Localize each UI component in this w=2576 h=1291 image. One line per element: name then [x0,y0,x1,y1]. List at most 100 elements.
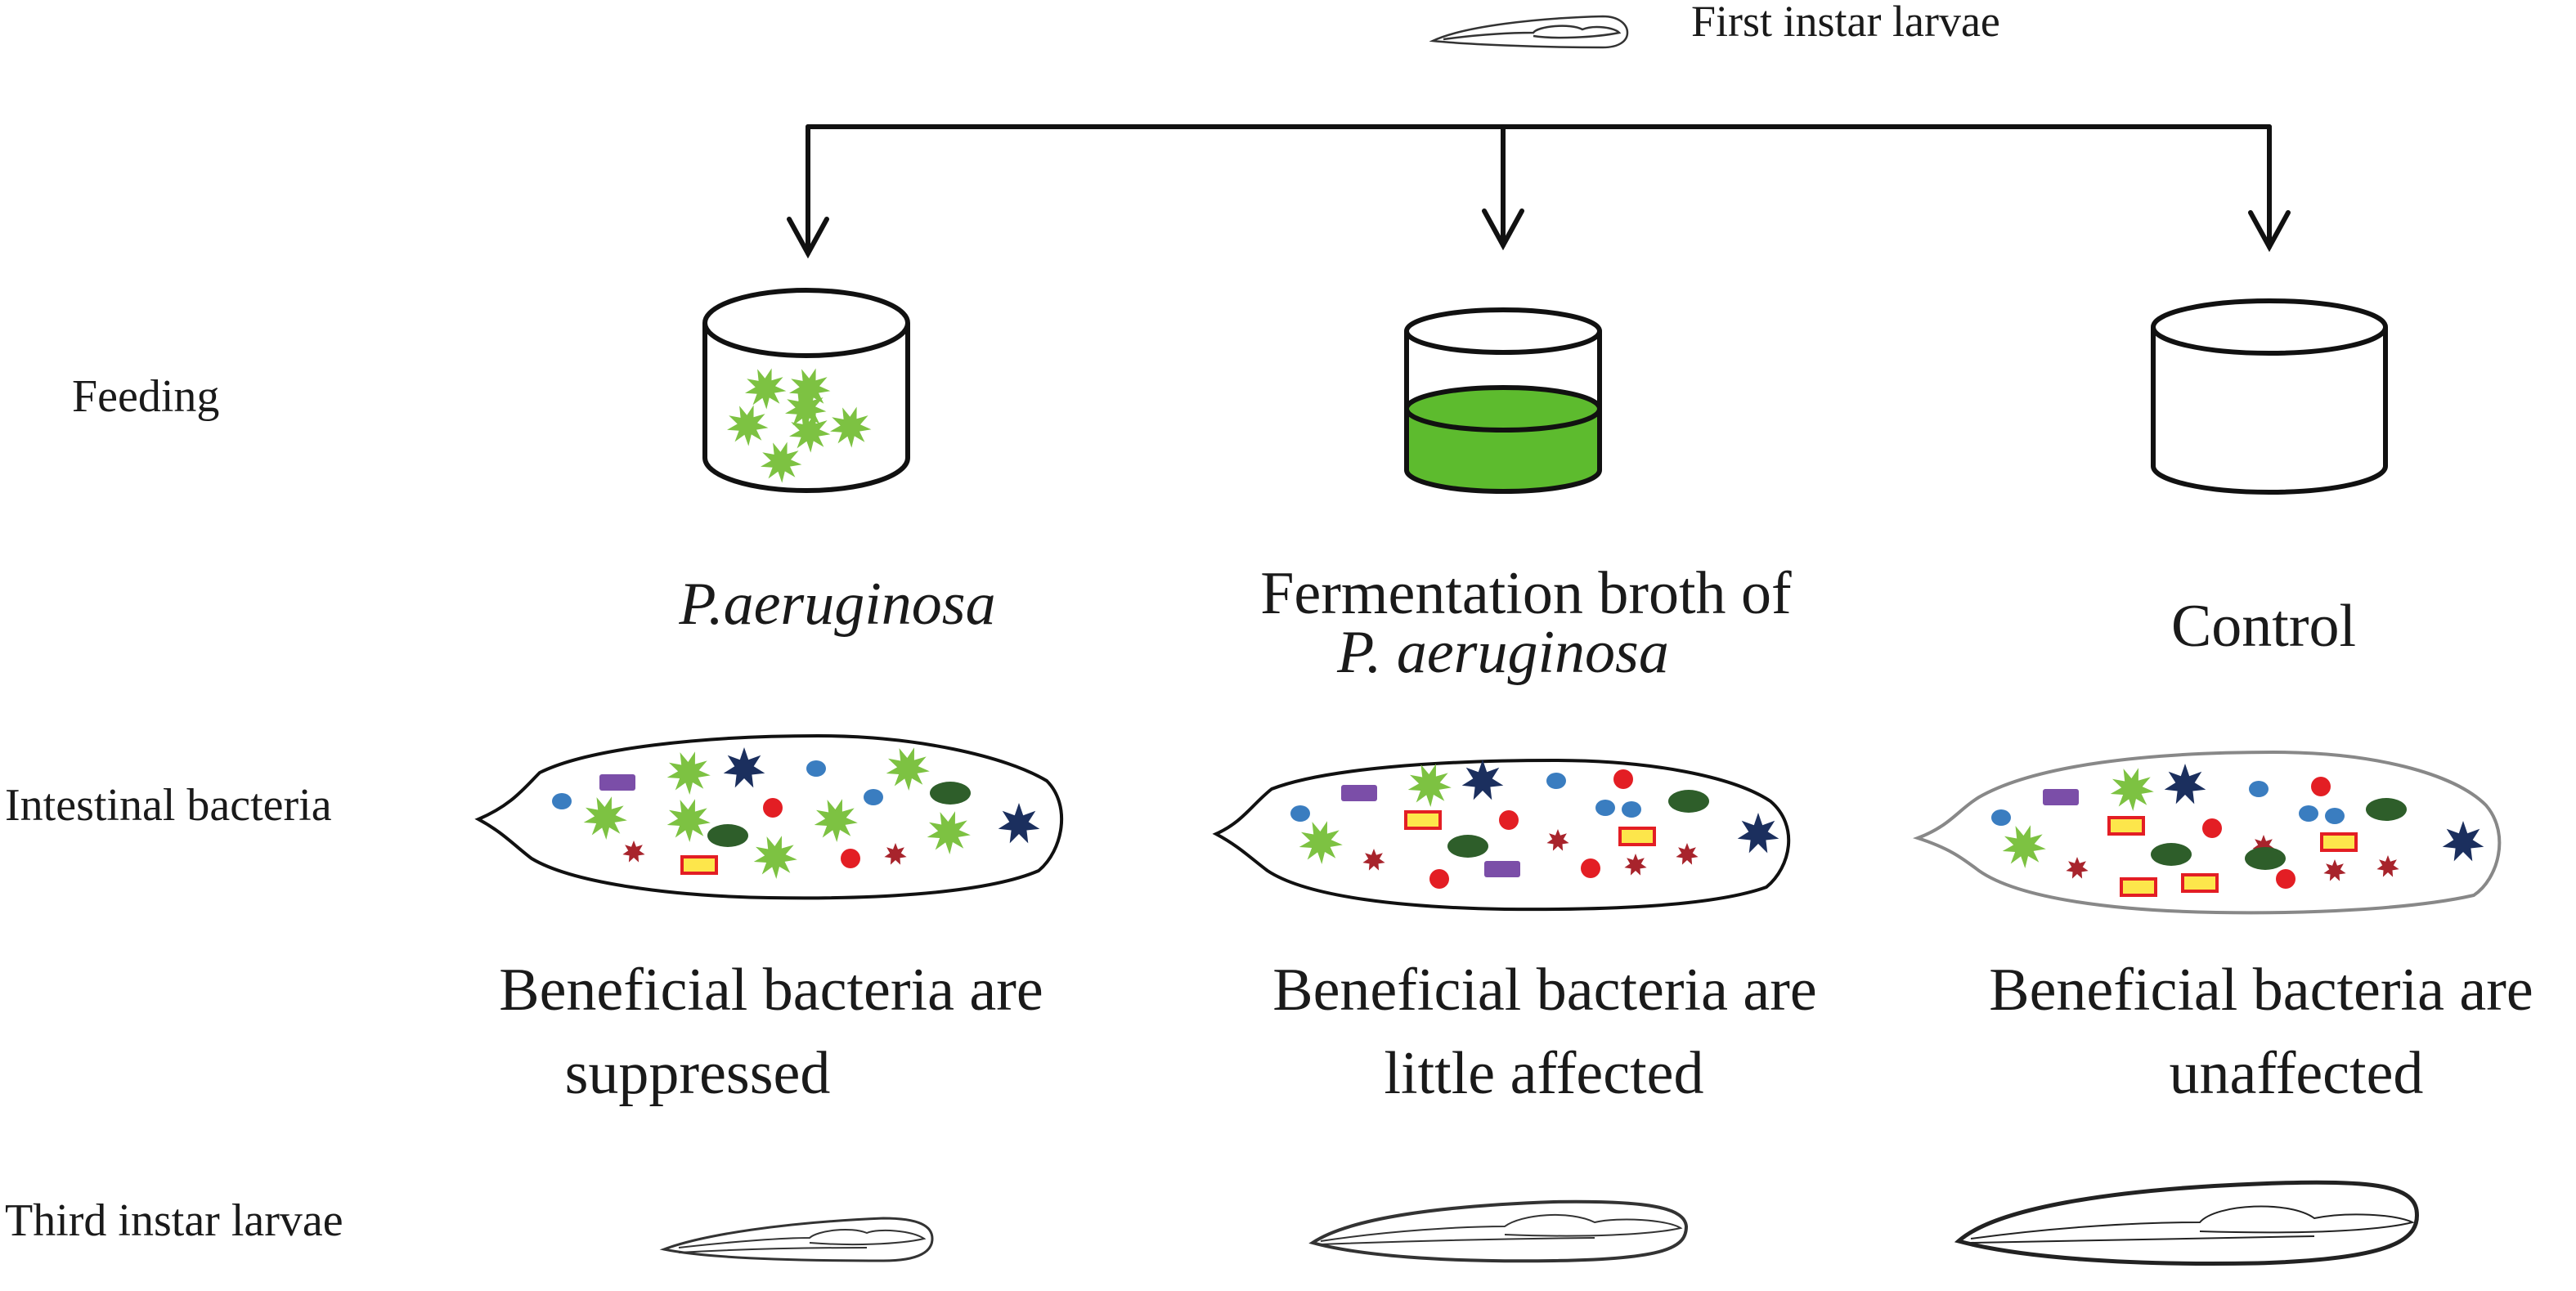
yellow-rod-bacterium-icon [1618,827,1656,846]
pathogen-cell-icon [2002,825,2046,868]
red-star-bacterium-icon [1546,829,1569,851]
outcome-pathogen-line1: Beneficial bacteria are [499,957,1043,1024]
green-oval-bacterium-icon [930,782,971,805]
blue-coccus-icon [1546,773,1566,789]
group-name-control: Control [2171,593,2356,660]
gut-microbes-pathogen-group [552,747,1040,879]
feeding-cup-control [2151,298,2388,495]
green-oval-bacterium-icon [2151,843,2192,866]
branching-arrows [787,124,2291,259]
red-star-bacterium-icon [1362,849,1385,871]
yellow-rod-bacterium-icon [2107,816,2145,836]
pathogen-cells-in-cup [727,368,872,483]
first-instar-larva-icon [1429,15,1629,49]
navy-star-bacterium-icon [1737,813,1779,854]
green-oval-bacterium-icon [707,824,748,847]
navy-star-bacterium-icon [1461,760,1504,800]
blue-coccus-icon [1290,805,1310,822]
pathogen-cell-icon [886,747,930,791]
red-coccus-icon [2202,818,2222,838]
blue-coccus-icon [2325,808,2345,824]
feeding-cup-pathogen [702,288,910,493]
gut-microbes-broth-group [1290,760,1779,889]
purple-rod-bacterium-icon [599,774,635,791]
red-star-bacterium-icon [622,840,645,863]
blue-coccus-icon [2299,805,2318,822]
blue-coccus-icon [864,789,883,805]
row-label-feeding: Feeding [72,371,219,422]
intestine-control [1912,750,2502,915]
pathogen-cell-icon [745,368,787,410]
green-oval-bacterium-icon [1447,835,1488,858]
green-oval-bacterium-icon [2245,847,2286,870]
red-coccus-icon [841,849,860,868]
blue-coccus-icon [1622,801,1641,818]
outcome-broth-line2: little affected [1384,1040,1703,1107]
red-coccus-icon [1581,858,1600,878]
pathogen-cell-icon [727,405,769,446]
red-star-bacterium-icon [2376,855,2399,877]
pathogen-cell-icon [927,811,971,854]
blue-coccus-icon [552,793,572,809]
gut-microbes-control-group [1991,764,2484,897]
red-coccus-icon [2311,777,2331,796]
pathogen-cell-icon [1407,764,1452,807]
blue-coccus-icon [1595,800,1615,816]
red-star-bacterium-icon [1624,854,1647,876]
red-star-bacterium-icon [2066,857,2089,879]
pathogen-cell-icon [789,411,831,453]
blue-coccus-icon [2249,781,2269,797]
row-label-intestinal-bacteria: Intestinal bacteria [5,780,332,831]
pathogen-cell-icon [761,442,802,483]
red-coccus-icon [1499,810,1519,830]
pathogen-cell-icon [1299,821,1343,864]
yellow-rod-bacterium-icon [2320,832,2358,852]
red-star-bacterium-icon [884,843,907,865]
purple-rod-bacterium-icon [1341,785,1377,801]
feeding-cup-broth [1404,307,1602,494]
navy-star-bacterium-icon [723,747,765,788]
navy-star-bacterium-icon [998,803,1040,844]
group-name-broth-species: P. aeruginosa [1336,619,1669,686]
navy-star-bacterium-icon [2442,821,2484,862]
yellow-rod-bacterium-icon [2181,873,2219,893]
yellow-rod-bacterium-icon [1404,810,1442,830]
first-instar-label: First instar larvae [1691,0,2000,46]
outcome-control-line1: Beneficial bacteria are [1989,957,2533,1024]
pathogen-cell-icon [830,406,872,448]
green-oval-bacterium-icon [2366,798,2407,821]
blue-coccus-icon [806,760,826,777]
pathogen-cell-icon [666,799,711,842]
pathogen-cell-icon [2110,768,2154,811]
blue-coccus-icon [1991,809,2011,826]
pathogen-cell-icon [814,799,858,842]
pathogen-cell-icon [785,388,827,430]
intestine-broth [1212,758,1791,912]
outcome-control-line2: unaffected [2170,1040,2424,1107]
outcome-broth-line1: Beneficial bacteria are [1272,957,1817,1024]
group-name-pathogen: P.aeruginosa [678,571,995,638]
group-name-broth: Fermentation broth of [1260,560,1792,627]
pathogen-cell-icon [666,751,711,795]
third-instar-larva-broth-icon [1308,1199,1689,1263]
third-instar-larva-control-icon [1954,1180,2419,1266]
red-coccus-icon [1613,769,1633,789]
red-coccus-icon [1429,869,1449,889]
outcome-pathogen-line2: suppressed [565,1040,831,1107]
purple-rod-bacterium-icon [1484,861,1520,877]
row-label-third-instar: Third instar larvae [5,1195,343,1246]
red-coccus-icon [2276,869,2296,889]
intestine-pathogen [474,733,1064,900]
third-instar-larva-pathogen-icon [659,1217,934,1262]
pathogen-cell-icon [583,796,627,840]
green-oval-bacterium-icon [1668,790,1709,813]
navy-star-bacterium-icon [2164,764,2206,805]
red-coccus-icon [763,798,783,818]
yellow-rod-bacterium-icon [680,855,718,875]
purple-rod-bacterium-icon [2043,789,2079,805]
yellow-rod-bacterium-icon [2120,877,2157,897]
red-star-bacterium-icon [1676,843,1699,865]
red-star-bacterium-icon [2252,835,2275,857]
red-star-bacterium-icon [2323,859,2346,881]
